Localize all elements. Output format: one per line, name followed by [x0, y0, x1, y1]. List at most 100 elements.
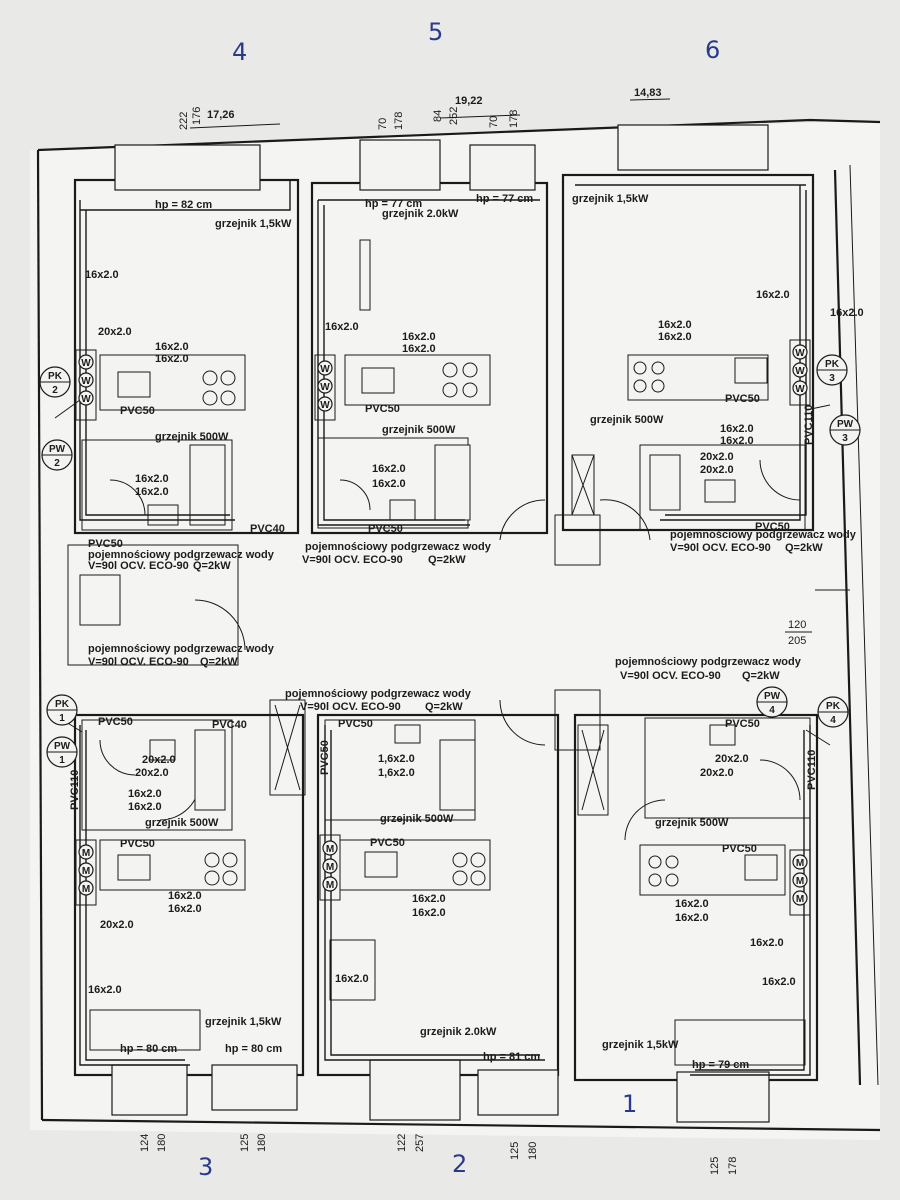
outer-walls: [36, 118, 881, 1132]
pipe-label: 16x2.0: [155, 341, 189, 353]
heater-label: pojemnościowy podgrzewacz wody: [88, 549, 275, 561]
svg-text:PW: PW: [837, 419, 854, 430]
svg-text:M: M: [326, 862, 334, 873]
pipe-label: 16x2.0: [402, 331, 436, 343]
svg-text:17,26: 17,26: [207, 109, 235, 121]
svg-text:PK: PK: [48, 371, 63, 382]
pipe-label: 16x2.0: [762, 976, 796, 988]
pvc-label: PVC50: [120, 838, 155, 850]
pvc-label: PVC50: [365, 403, 400, 415]
handwritten-numbers: 4 5 6 3 2 1: [198, 18, 720, 1181]
pipe-label: 16x2.0: [168, 903, 202, 915]
pipe-label: 20x2.0: [100, 919, 134, 931]
radiator-bath-label: grzejnik 500W: [380, 813, 454, 825]
svg-text:M: M: [796, 876, 804, 887]
heater-label: pojemnościowy podgrzewacz wody: [88, 643, 275, 655]
pvc-label: PVC50: [98, 716, 133, 728]
pipe-label: 16x2.0: [830, 307, 864, 319]
svg-text:M: M: [796, 858, 804, 869]
pipe-label: 16x2.0: [135, 486, 169, 498]
svg-text:W: W: [795, 348, 805, 359]
heater-power: Q=2kW: [428, 554, 466, 566]
pvc-label: PVC110: [803, 405, 815, 445]
heater-power: Q=2kW: [785, 542, 823, 554]
apartment-2-labels: pojemnościowy podgrzewacz wody V=90l OCV…: [285, 688, 540, 1063]
pvc-label: PVC40: [250, 523, 285, 535]
svg-text:122: 122: [396, 1134, 408, 1152]
meter-symbols: W W W W W W W W W M M M M M M M M M: [78, 344, 808, 906]
svg-text:W: W: [320, 382, 330, 393]
pipe-label: 16x2.0: [412, 907, 446, 919]
pipe-label: 20x2.0: [715, 753, 749, 765]
svg-text:257: 257: [414, 1134, 426, 1152]
heater-power: Q=2kW: [425, 701, 463, 713]
svg-text:4: 4: [769, 705, 775, 716]
heater-label: pojemnościowy podgrzewacz wody: [285, 688, 472, 700]
pipe-label: 16x2.0: [675, 912, 709, 924]
svg-text:252: 252: [448, 107, 460, 125]
svg-text:3: 3: [842, 433, 848, 444]
hp-label: hp = 77 cm: [476, 193, 533, 205]
pk-4-tag: PK 4: [817, 696, 849, 728]
radiator-main-label: grzejnik 1,5kW: [572, 193, 649, 205]
pipe-label: 20x2.0: [98, 326, 132, 338]
svg-text:178: 178: [508, 110, 520, 128]
radiator-bath-label: grzejnik 500W: [655, 817, 729, 829]
heater-label: pojemnościowy podgrzewacz wody: [305, 541, 492, 553]
svg-text:180: 180: [256, 1134, 268, 1152]
pw-1-tag: PW 1: [46, 736, 78, 768]
apartment-6-labels: grzejnik 1,5kW 16x2.0 16x2.0 16x2.0 16x2…: [572, 193, 864, 554]
pw-3-tag: PW 3: [829, 414, 861, 446]
pipe-runs: [54, 180, 831, 1076]
hp-label: hp = 77 cm: [365, 198, 422, 210]
heater-power: Q=2kW: [742, 670, 780, 682]
svg-text:222: 222: [178, 112, 190, 130]
svg-text:2: 2: [452, 1150, 467, 1178]
pipe-label: 16x2.0: [372, 463, 406, 475]
svg-text:4: 4: [232, 38, 247, 66]
pk-1-tag: PK 1: [46, 694, 78, 726]
svg-text:125: 125: [709, 1157, 721, 1175]
svg-text:124: 124: [139, 1134, 151, 1152]
svg-text:180: 180: [527, 1142, 539, 1160]
svg-text:125: 125: [239, 1134, 251, 1152]
svg-text:M: M: [326, 880, 334, 891]
pipe-label: 16x2.0: [720, 423, 754, 435]
svg-text:3: 3: [198, 1153, 213, 1181]
apartment-1-labels: pojemnościowy podgrzewacz wody V=90l OCV…: [602, 656, 818, 1071]
svg-text:14,83: 14,83: [634, 87, 662, 99]
pvc-label: PVC50: [319, 740, 331, 775]
svg-text:84: 84: [432, 110, 444, 122]
heater-spec: V=90l OCV. ECO-90: [300, 701, 401, 713]
pvc-label: PVC50: [88, 538, 123, 550]
apartment-4-labels: grzejnik 1,5kW hp = 82 cm 16x2.0 20x2.0 …: [85, 199, 292, 572]
pipe-label: 16x2.0: [335, 973, 369, 985]
pipe-label: 20x2.0: [700, 451, 734, 463]
radiator-bath-label: grzejnik 500W: [155, 431, 229, 443]
pipe-label: 16x2.0: [675, 898, 709, 910]
heater-power: Q=2kW: [193, 560, 231, 572]
pipe-label: 16x2.0: [128, 801, 162, 813]
radiator-bath-label: grzejnik 500W: [145, 817, 219, 829]
pvc-label: PVC50: [722, 843, 757, 855]
svg-text:W: W: [81, 376, 91, 387]
svg-text:PK: PK: [55, 699, 70, 710]
radiator-main-label: grzejnik 1,5kW: [602, 1039, 679, 1051]
pipe-label: 16x2.0: [720, 435, 754, 447]
pw-4-tag: PW 4: [756, 686, 788, 718]
apartment-5-labels: grzejnik 2.0kW hp = 77 cm hp = 77 cm 16x…: [302, 193, 533, 566]
pipe-label: 16x2.0: [372, 478, 406, 490]
svg-text:W: W: [81, 394, 91, 405]
pvc-label: PVC50: [368, 523, 403, 535]
riser-tags: PK 2 PW 2 PK 3 PW 3 PK 1: [39, 354, 861, 768]
pipe-label: 16x2.0: [658, 319, 692, 331]
pk-3-tag: PK 3: [816, 354, 848, 386]
svg-text:PK: PK: [825, 359, 840, 370]
pipe-label: 16x2.0: [402, 343, 436, 355]
svg-text:176: 176: [191, 107, 203, 125]
hp-label: hp = 81 cm: [483, 1051, 540, 1063]
windows: [111, 124, 770, 1123]
heater-spec: V=90l OCV. ECO-90: [88, 656, 189, 668]
svg-text:W: W: [320, 364, 330, 375]
